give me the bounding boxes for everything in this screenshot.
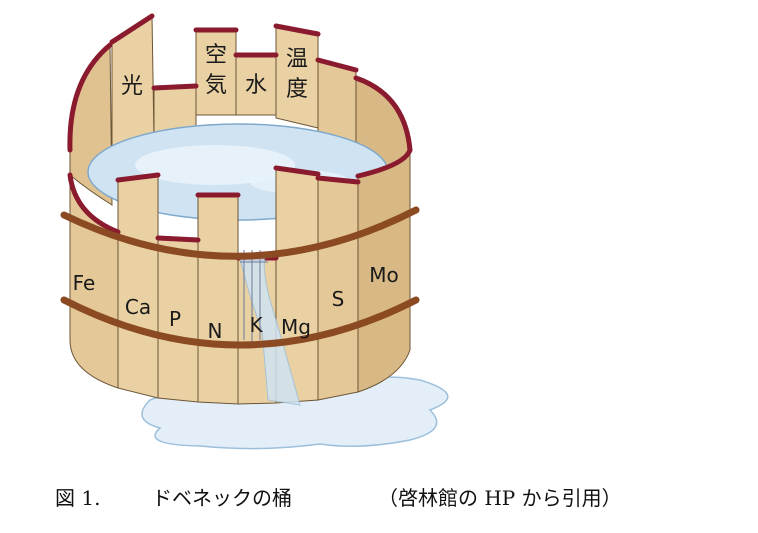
stave-label-air-2: 気 (205, 73, 227, 98)
stave-label-s: S (332, 287, 345, 311)
stave-label-water: 水 (245, 73, 267, 98)
figure-number: 図 1. (55, 486, 101, 510)
stave-label-mg: Mg (281, 315, 311, 339)
stave-label-mo: Mo (369, 263, 399, 287)
stave-label-light: 光 (121, 74, 143, 99)
stave-label-fe: Fe (73, 271, 96, 295)
lower-hoop (60, 296, 420, 349)
figure-title: ドベネックの桶 (152, 486, 292, 510)
barrel-rim-back (67, 13, 413, 153)
stave-label-temperature-2: 度 (286, 77, 308, 102)
stave-label-ca: Ca (125, 295, 151, 319)
stave-label-n: N (208, 319, 223, 343)
figure-source: （啓林館の HP から引用） (378, 486, 622, 510)
stave-label-temperature-1: 温 (286, 47, 308, 72)
stave-label-k: K (249, 313, 263, 337)
stave-label-p: P (169, 307, 181, 331)
stave-label-air-1: 空 (205, 43, 227, 68)
figure-caption: 図 1. ドベネックの桶 （啓林館の HP から引用） (0, 476, 758, 516)
leak-streams (240, 250, 268, 345)
upper-hoop (60, 206, 420, 260)
